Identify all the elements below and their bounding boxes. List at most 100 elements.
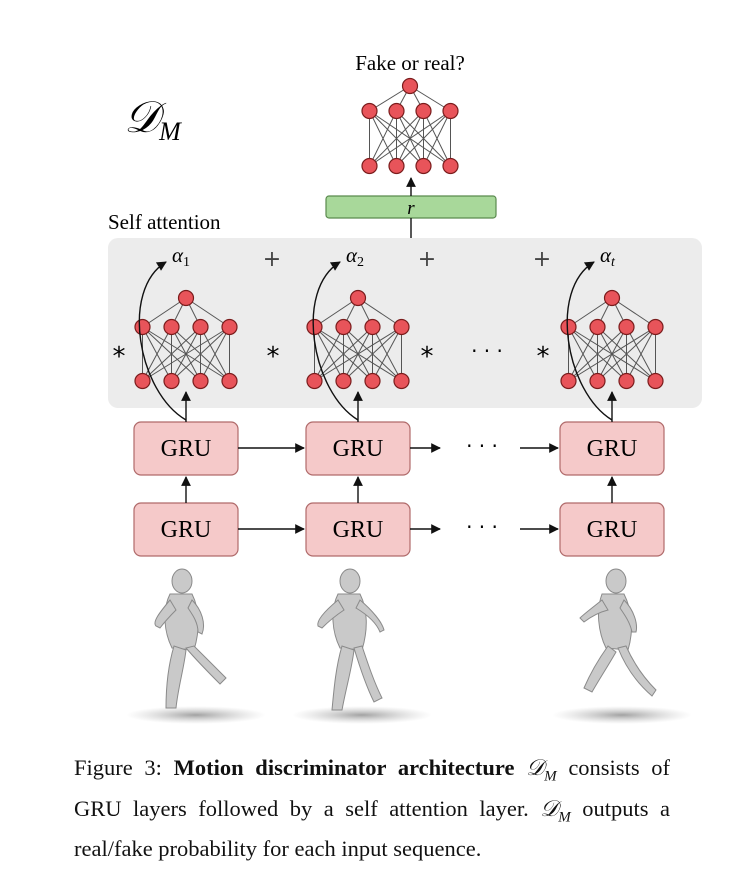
network-edge	[142, 297, 187, 328]
plus-sign-3: +	[533, 247, 551, 272]
network-node	[192, 372, 209, 390]
star-1: *	[113, 342, 126, 372]
network-edge	[185, 297, 230, 328]
network-node	[177, 289, 195, 307]
gru-upper-1: GRU	[133, 421, 239, 476]
network-node	[134, 372, 151, 390]
svg-text:GRU: GRU	[587, 517, 638, 543]
network-edge	[343, 326, 402, 382]
network-node	[415, 157, 432, 175]
attention-network-2	[306, 289, 410, 390]
network-node	[388, 102, 405, 120]
network-node	[442, 102, 459, 120]
network-node	[335, 318, 352, 336]
alpha-1: α1	[172, 243, 190, 270]
network-node	[335, 372, 352, 390]
network-edge	[357, 297, 402, 328]
figure-caption: Figure 3: Motion discriminator architect…	[74, 752, 670, 864]
motion-discriminator-diagram: 𝒟M Fake or real? r Self attention α1 α2 …	[108, 51, 702, 724]
network-node	[163, 372, 180, 390]
gru-upper-2: GRU	[305, 421, 411, 476]
alpha-1-curve-arrow	[138, 261, 187, 421]
network-edge	[369, 110, 451, 167]
network-edge	[568, 326, 598, 382]
star-2: *	[267, 342, 280, 372]
star-4: *	[537, 342, 550, 372]
network-node	[415, 102, 432, 120]
network-edge	[568, 297, 613, 328]
network-node	[221, 318, 238, 336]
caption-dm-symbol-1: 𝒟M	[526, 755, 557, 785]
upper-ellipsis: · · ·	[466, 434, 498, 458]
network-node	[618, 372, 635, 390]
alpha-2: α2	[346, 243, 364, 270]
network-node	[560, 318, 577, 336]
network-edge	[200, 326, 230, 382]
network-node	[361, 102, 378, 120]
gru-upper-t: GRU	[559, 421, 665, 476]
gru-lower-t: GRU	[559, 502, 665, 557]
r-label: r	[407, 198, 415, 219]
network-edge	[423, 110, 451, 167]
network-node	[306, 318, 323, 336]
network-node	[442, 157, 459, 175]
network-node	[306, 372, 323, 390]
network-edge	[171, 326, 230, 382]
network-edge	[369, 110, 424, 167]
svg-text:GRU: GRU	[161, 436, 212, 462]
svg-text:GRU: GRU	[161, 517, 212, 543]
dm-title: 𝒟M	[124, 93, 182, 146]
network-node	[618, 318, 635, 336]
plus-sign-2: +	[418, 247, 436, 272]
network-edge	[142, 326, 230, 382]
alpha-2-curve-arrow	[312, 261, 359, 421]
human-figure-2	[292, 568, 432, 724]
network-node	[349, 289, 367, 307]
network-node	[589, 372, 606, 390]
network-edge	[142, 326, 201, 382]
caption-bold-title: Motion discriminator architecture	[173, 755, 515, 780]
network-node	[647, 318, 664, 336]
network-node	[393, 372, 410, 390]
network-node	[603, 289, 621, 307]
output-neural-network	[361, 77, 459, 175]
network-node	[647, 372, 664, 390]
network-node	[560, 372, 577, 390]
network-node	[589, 318, 606, 336]
lower-ellipsis: · · ·	[466, 515, 498, 539]
attention-ellipsis: · · ·	[471, 339, 503, 363]
network-edge	[372, 326, 402, 382]
network-node	[221, 372, 238, 390]
svg-text:GRU: GRU	[333, 436, 384, 462]
network-node	[393, 318, 410, 336]
output-label: Fake or real?	[355, 51, 465, 75]
gru-lower-1: GRU	[133, 502, 239, 557]
self-attention-label: Self attention	[108, 210, 221, 234]
network-edge	[314, 297, 359, 328]
gru-lower-2: GRU	[305, 502, 411, 557]
network-node	[401, 77, 419, 95]
svg-text:GRU: GRU	[587, 436, 638, 462]
caption-text-2: outputs a real/fake probability for each…	[74, 795, 670, 862]
network-edge	[568, 326, 656, 382]
svg-text:GRU: GRU	[333, 517, 384, 543]
plus-sign-1: +	[263, 247, 281, 272]
network-node	[163, 318, 180, 336]
network-edge	[314, 326, 344, 382]
attention-network-t	[560, 289, 664, 390]
network-edge	[314, 326, 373, 382]
human-figure-t	[552, 568, 692, 724]
network-node	[134, 318, 151, 336]
attention-network-1	[134, 289, 238, 390]
network-edge	[597, 326, 656, 382]
network-edge	[626, 326, 656, 382]
caption-prefix: Figure 3:	[74, 755, 174, 780]
network-node	[388, 157, 405, 175]
alpha-t-curve-arrow	[566, 261, 613, 421]
caption-text-1: consists of GRU layers followed by a sel…	[74, 755, 671, 821]
human-figure-1	[126, 568, 266, 724]
alpha-t: αt	[600, 243, 616, 270]
network-edge	[369, 110, 397, 167]
network-edge	[314, 326, 402, 382]
caption-dm-symbol-2: 𝒟M	[540, 795, 571, 826]
